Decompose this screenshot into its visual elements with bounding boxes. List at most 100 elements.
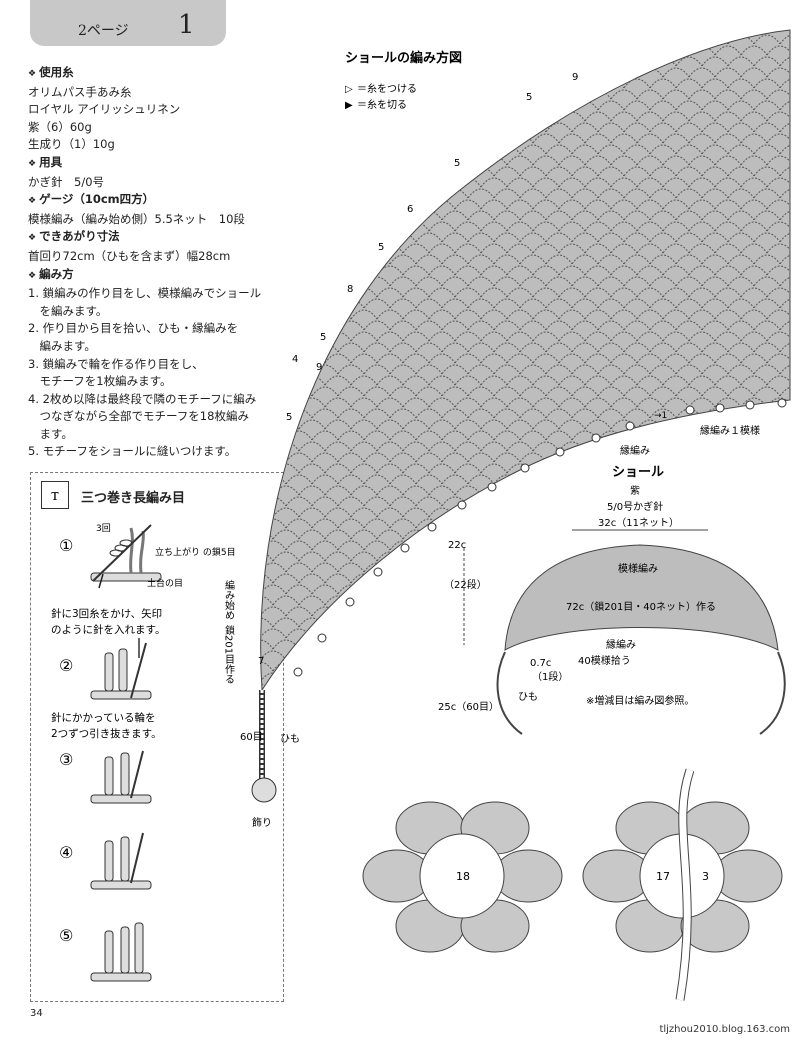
- row-number: 4: [292, 354, 298, 365]
- chain60-label: 60目: [240, 732, 263, 743]
- cord: [251, 690, 277, 803]
- page-label: 2ページ: [78, 23, 129, 39]
- method-heading: 編み方: [28, 266, 288, 286]
- motif-18: [362, 801, 563, 953]
- legend-attach: ＝糸をつける: [357, 83, 417, 95]
- row-number: 9: [572, 72, 578, 83]
- step5-illustration: [90, 922, 152, 982]
- gauge-value: 模様編み（編み始め側）5.5ネット 10段: [28, 211, 245, 226]
- step1-desc-line1: 針に3回糸をかけ、矢印: [51, 607, 162, 620]
- row-number: 7: [258, 656, 264, 667]
- method-step: 5. モチーフをショールに縫いつけます。: [28, 444, 237, 459]
- method-step: 3. 鎖編みで輪を作る作り目をし、: [28, 356, 204, 371]
- row-number: 6: [407, 204, 413, 215]
- method-step: 4. 2枚め以降は最終段で隣のモチーフに編み: [28, 391, 257, 406]
- schematic-pickup: 40模様拾う: [578, 654, 631, 667]
- row-number: 5: [378, 242, 384, 253]
- schematic-edge-rows: （1段）: [532, 670, 568, 683]
- schematic-body: [504, 544, 779, 651]
- arrow-one-label: →1: [654, 411, 667, 421]
- schematic-height: 22c: [448, 540, 466, 551]
- schematic-cord-label: ひも: [518, 691, 538, 703]
- himo-label: ひも: [280, 733, 300, 745]
- motif-number: 18: [456, 870, 470, 883]
- schematic-top-width: 32c（11ネット）: [598, 517, 679, 529]
- label-3kai: 3回: [96, 523, 111, 534]
- stitch-guide-title: 三つ巻き長編み目: [81, 491, 186, 506]
- row-number: 5: [320, 332, 326, 343]
- scallop-pattern: [260, 30, 790, 690]
- shawl-schematic: ショール 紫 5/0号かぎ針 32c（11ネット） 模様編み 22c （22段）…: [438, 465, 786, 735]
- pattern-number: 1: [178, 10, 195, 40]
- method-step: 2. 作り目から目を拾い、ひも・縁編みを: [28, 321, 239, 336]
- method-step: 編みます。: [28, 338, 96, 353]
- step2-desc-line2: 2つずつ引き抜きます。: [51, 727, 162, 740]
- row-number: 5: [526, 92, 532, 103]
- step-number: ①: [59, 536, 73, 555]
- diagram-title: ショールの編み方図: [345, 50, 462, 66]
- stitch-guide-box: ꭲ 三つ巻き長編み目 ① ② ③ ④ ⑤ 3回 立ち上がり の鎖5目 土台の目 …: [30, 472, 284, 1002]
- step1-desc-line2: のように針を入れます。: [51, 623, 165, 636]
- schematic-edging: 縁編み: [606, 638, 636, 651]
- motif-number: 17: [656, 870, 670, 883]
- kazari-label: 飾り: [252, 816, 272, 829]
- yarn-heading: 使用糸: [28, 64, 288, 84]
- size-value: 首回り72cm（ひもを含まず）幅28cm: [28, 248, 231, 263]
- cut-yarn-icon: ▶: [345, 100, 353, 111]
- label-dodai: 土台の目: [147, 577, 183, 589]
- row-number: 8: [347, 284, 353, 295]
- tools-heading: 用具: [28, 154, 288, 174]
- start-chain-label: 鎖201目作る: [223, 624, 235, 684]
- tools-value: かぎ針 5/0号: [28, 174, 105, 189]
- step1-illustration: [90, 524, 162, 589]
- method-step: ます。: [28, 426, 73, 441]
- edging-loops: [293, 398, 787, 677]
- motif-number: 3: [702, 870, 709, 883]
- legend: ▷ ＝糸をつける ▶ ＝糸を切る: [345, 83, 417, 111]
- schematic-height-rows: （22段）: [444, 578, 487, 591]
- step2-desc-line1: 針にかかっている輪を: [51, 711, 155, 724]
- step3-illustration: [90, 750, 152, 804]
- triple-treble-symbol-icon: ꭲ: [41, 481, 69, 509]
- edging-label: 縁編み: [620, 444, 650, 457]
- step-number: ⑤: [59, 926, 73, 945]
- schematic-pattern: 模様編み: [618, 562, 658, 575]
- step-number: ②: [59, 656, 73, 675]
- size-heading: できあがり寸法: [28, 228, 288, 248]
- start-label: 編み始め: [223, 579, 235, 620]
- materials-section: 使用糸 オリムパス手あみ糸 ロイヤル アイリッシュリネン 紫（6）60g 生成り…: [28, 64, 288, 461]
- schematic-edge-height: 0.7c: [530, 658, 551, 669]
- step-number: ④: [59, 843, 73, 862]
- step4-illustration: [90, 832, 152, 890]
- page-number: 34: [30, 1008, 43, 1019]
- row-number: 9: [316, 362, 322, 373]
- method-step: つなぎながら全部でモチーフを18枚編み: [28, 409, 249, 424]
- schematic-chain: 72c（鎖201目・40ネット）作る: [566, 600, 716, 613]
- schematic-title: ショール: [612, 465, 664, 480]
- schematic-cord-length: 25c（60目）: [438, 701, 499, 713]
- label-tachiagari: 立ち上がり の鎖5目: [155, 546, 236, 558]
- stitch-guide-illustrations: ① ② ③ ④ ⑤ 3回 立ち上がり の鎖5目 土台の目 針に3回糸をかけ、矢印…: [51, 523, 236, 982]
- yarn-name: ロイヤル アイリッシュリネン: [28, 102, 181, 117]
- method-step: を編みます。: [28, 303, 108, 318]
- legend-cut: ＝糸を切る: [357, 99, 407, 111]
- yarn-brand: オリムパス手あみ糸: [28, 84, 132, 99]
- attach-yarn-icon: ▷: [345, 84, 353, 95]
- step-number: ③: [59, 750, 73, 769]
- yarn-color-1: 紫（6）60g: [28, 119, 92, 134]
- edging-repeat-label: 縁編み１模様: [700, 424, 760, 437]
- schematic-note: ※増減目は編み図参照。: [586, 694, 694, 707]
- row-number: 5: [454, 158, 460, 169]
- step2-illustration: [90, 638, 152, 700]
- watermark: tljzhou2010.blog.163.com: [659, 1024, 790, 1035]
- method-step: モチーフを1枚編みます。: [28, 374, 172, 389]
- schematic-color: 紫: [630, 485, 640, 497]
- left-cord: [496, 651, 523, 735]
- schematic-hook: 5/0号かぎ針: [607, 500, 663, 513]
- row-number: 5: [286, 412, 292, 423]
- gauge-heading: ゲージ（10cm四方）: [28, 191, 288, 211]
- page-tab: 2ページ 1: [30, 0, 226, 46]
- yarn-color-2: 生成り（1）10g: [28, 137, 115, 152]
- right-cord: [759, 651, 786, 735]
